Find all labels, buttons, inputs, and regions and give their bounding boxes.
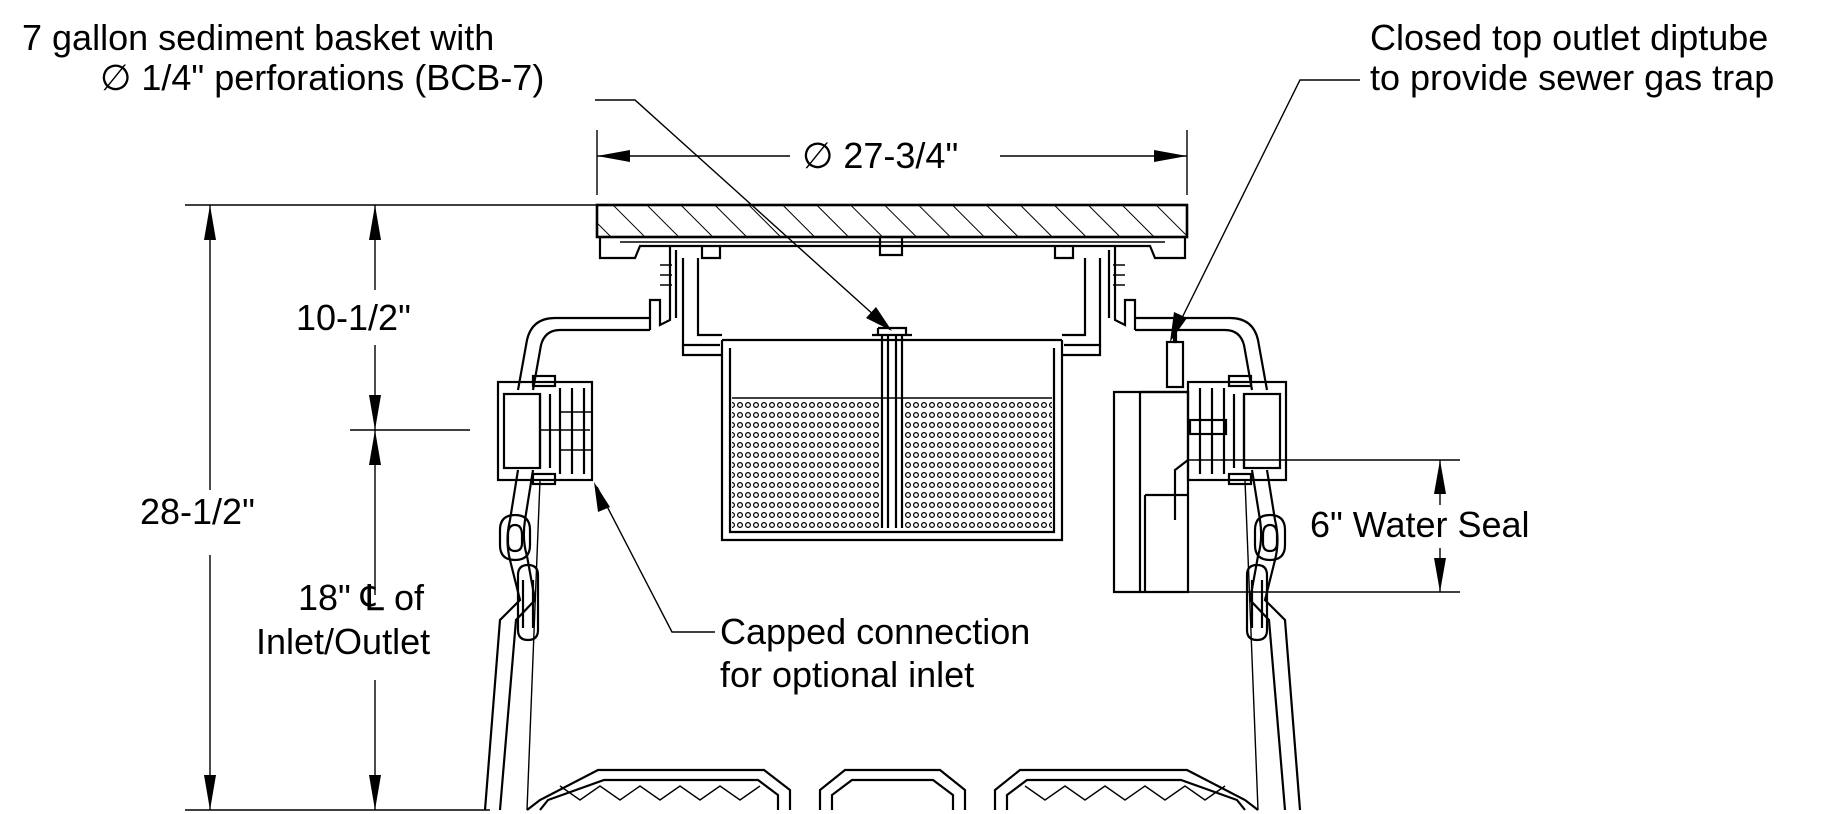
capped-connection-line2: for optional inlet xyxy=(720,654,975,695)
diptube-callout-line1: Closed top outlet diptube xyxy=(1370,17,1769,58)
sediment-basket xyxy=(681,326,1102,542)
inlet-fitting xyxy=(496,374,594,486)
diameter-symbol: ∅ xyxy=(100,57,132,98)
basket-perforation-text: 1/4" perforations (BCB-7) xyxy=(141,57,545,98)
diameter-symbol: ∅ xyxy=(802,135,834,176)
tank-body xyxy=(483,316,1302,811)
dimension-inlet-height-line2: Inlet/Outlet xyxy=(256,621,431,662)
cover-lid xyxy=(595,203,1189,260)
cover-diameter-value: 27-3/4" xyxy=(843,135,959,176)
water-seal-dimension: 6" Water Seal xyxy=(1310,504,1530,545)
inlet-height-of: of xyxy=(393,577,425,618)
inlet-height-value: 18" xyxy=(298,577,351,618)
diptube-callout-line2: to provide sewer gas trap xyxy=(1370,57,1775,98)
riser-collar xyxy=(648,245,1137,347)
dimension-cover-to-inlet: 10-1/2" xyxy=(296,297,411,338)
cover-diameter-dimension: ∅ 27-3/4" xyxy=(802,136,958,176)
dimension-inlet-height: 18" ℄ of xyxy=(298,578,424,618)
capped-connection-line1: Capped connection xyxy=(720,611,1031,652)
basket-callout-line1: 7 gallon sediment basket with xyxy=(22,17,495,58)
leader-lines xyxy=(594,79,1360,633)
centerline-symbol: ℄ xyxy=(360,577,384,618)
dimension-overall-height: 28-1/2" xyxy=(140,491,255,532)
basket-callout-line2: ∅ 1/4" perforations (BCB-7) xyxy=(100,58,544,98)
dimension-lines xyxy=(185,130,1460,811)
outlet-diptube xyxy=(1112,328,1288,594)
